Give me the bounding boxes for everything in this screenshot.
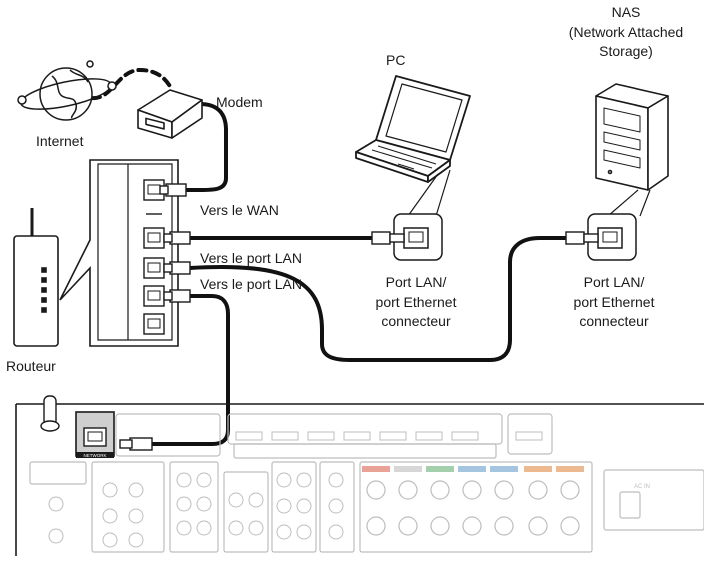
router-receiver-cable <box>150 294 230 446</box>
pc-callout-lines <box>407 169 451 217</box>
to-lan-label-2: Vers le port LAN <box>200 276 302 292</box>
lan3-plug <box>163 289 191 303</box>
network-port-label: NETWORK <box>84 453 107 458</box>
receiver-cable-plug <box>119 437 153 451</box>
ac-in-label: AC IN <box>634 484 650 490</box>
pc-label: PC <box>386 52 406 68</box>
laptop-icon <box>355 75 471 183</box>
nas-title-line3: Storage) <box>599 43 653 59</box>
receiver-rear-panel: NETWORK AC IN <box>15 395 704 556</box>
antenna-post <box>40 395 60 432</box>
pc-port-label-line1: Port LAN/ <box>385 274 447 290</box>
modem-label: Modem <box>216 94 263 110</box>
router-lan-port-4 <box>143 313 165 335</box>
to-wan-label: Vers le WAN <box>200 202 279 218</box>
to-lan-label-1: Vers le port LAN <box>200 250 302 266</box>
nas-port-label-line1: Port LAN/ <box>583 274 645 290</box>
nas-lan-port <box>587 213 637 261</box>
receiver-network-port: NETWORK <box>75 411 115 458</box>
router-lan-port-2 <box>143 257 165 279</box>
router-label: Routeur <box>6 358 56 374</box>
pc-cable-plug <box>371 231 405 245</box>
cables <box>90 68 568 446</box>
hdmi-slots <box>235 431 543 441</box>
internet-label: Internet <box>36 133 84 149</box>
router-lan-port-1 <box>143 227 165 249</box>
router-nas-cable <box>188 236 568 362</box>
nas-title-line1: NAS <box>611 4 641 20</box>
router-lan-port-3 <box>143 285 165 307</box>
internet-modem-dashed-link <box>90 68 174 101</box>
lan1-plug <box>163 231 191 245</box>
router-ports <box>143 179 165 335</box>
pc-port-label-line3: connecteur <box>381 313 451 329</box>
nas-port-label-line2: port Ethernet <box>573 294 655 310</box>
panel-decor <box>29 413 704 553</box>
router-cable-plugs <box>159 183 191 303</box>
nas-port-label-line3: connecteur <box>579 313 649 329</box>
pc-port-label-line2: port Ethernet <box>375 294 457 310</box>
nas-title-line2: (Network Attached <box>568 24 684 40</box>
nas-server-icon <box>595 83 669 191</box>
modem-wan-cable <box>184 102 228 192</box>
speaker-terminals <box>362 466 584 536</box>
rca-jacks <box>48 472 344 548</box>
router-icon <box>13 208 59 347</box>
modem-icon <box>137 89 203 139</box>
nas-callout-lines <box>607 189 651 217</box>
globe-icon <box>17 60 117 121</box>
nas-cable-plug <box>565 231 599 245</box>
wan-plug <box>159 183 187 197</box>
lan2-plug <box>163 261 191 275</box>
